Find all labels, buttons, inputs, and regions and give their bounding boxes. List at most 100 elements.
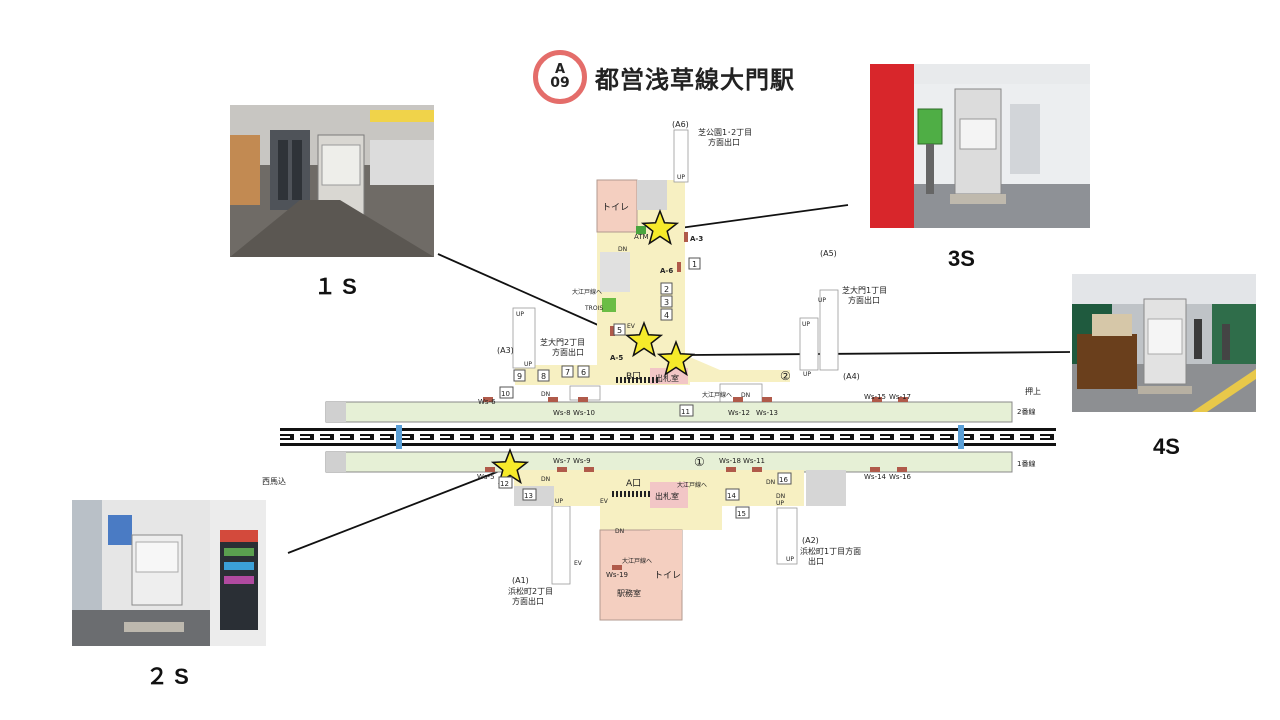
label-oedo-platform1: 大江戸線へ [677,481,707,489]
code-ws11: Ws-11 [743,457,765,465]
caption-4s: 4S [1153,434,1180,459]
exit-a4: (A4) [843,372,860,381]
code-ws8: Ws-8 [553,409,571,417]
caption-1s: １ S [314,274,357,299]
platform-track2 [325,401,1013,423]
lower-concourse [514,470,846,621]
label-a-gate: A口 [626,479,641,489]
exit-a1: (A1) [512,576,529,585]
leader-line-2s [287,469,503,554]
star-4s [656,339,696,377]
marker-13: 13 [524,492,533,500]
exit-a2: (A2) [802,536,819,545]
label-ticket-gate-lower: 出札室 [655,491,679,501]
label-ev-upper: EV [627,323,636,330]
caption-3s: 3S [948,246,975,271]
marker-1: 1 [692,260,697,269]
caption-2s: ２ S [146,664,189,689]
exit-a5-desc1: 芝大門1丁目 [842,285,887,295]
star-3s [640,208,680,246]
label-ev-lower: EV [574,560,583,567]
label-dn-a4: DN [741,392,750,399]
label-track2: 2番線 [1017,407,1035,416]
label-oedo-upper: 大江戸線へ [572,288,602,296]
station-title-group: A 09 都営浅草線大門駅 [533,50,795,104]
exit-a1-desc1: 浜松町2丁目 [508,586,553,596]
marker-4: 4 [664,311,669,320]
label-trois: TROIS [584,305,603,312]
label-atm: ATM [634,233,649,241]
label-dir-nishimagome: 西馬込 [262,477,286,486]
code-a3: A-3 [690,235,703,243]
marker-15: 15 [737,510,746,518]
exit-a2-desc2: 出口 [808,556,824,566]
label-toilet-lower: トイレ [654,571,681,581]
exit-a3-desc2: 方面出口 [552,347,584,357]
marker-2: 2 [664,285,669,294]
exit-a3: (A3) [497,346,514,355]
label-dn-upper: DN [618,246,627,253]
map-labels: (A6) 芝公園1･2丁目 方面出口 (A5) 芝大門1丁目 方面出口 (A3)… [262,120,1041,606]
marker-5: 5 [617,326,622,335]
marker-10: 10 [501,390,510,398]
code-ws16: Ws-16 [889,473,912,481]
code-ws17: Ws-17 [889,393,911,401]
marker-16: 16 [779,476,788,484]
platform-track1 [325,451,1013,473]
marker-circle-1: ① [694,455,705,469]
label-dir-oshiage: 押上 [1025,386,1041,396]
photo-3s [870,64,1090,228]
exit-a1-desc2: 方面出口 [512,596,544,606]
label-b-gate: B口 [626,372,641,382]
line-letter: A [554,62,566,77]
code-ws6: Ws-6 [478,398,496,406]
line-badge: A 09 [533,50,587,104]
code-ws18: Ws-18 [719,457,741,465]
code-a6: A-6 [660,267,673,275]
code-ws5: Ws-5 [477,473,495,481]
line-number: 09 [550,75,570,91]
leader-line-3s [679,204,849,229]
label-station-office: 駅務室 [617,588,641,598]
star-markers [490,208,696,485]
exit-a6: (A6) [672,120,689,129]
code-a5: A-5 [610,354,623,362]
label-ticket-gate-upper: 出札室 [655,373,679,383]
exit-a6-desc1: 芝公園1･2丁目 [698,127,752,137]
label-dn-a2: DN [766,479,775,486]
code-ws13: Ws-13 [756,409,778,417]
label-up-a3-top: UP [516,311,524,318]
label-dn-a3: DN [541,391,550,398]
label-oedo-lower: 大江戸線へ [622,557,652,565]
label-up-a6: UP [677,174,685,181]
star-2s [490,447,530,485]
label-up-a5: UP [818,297,826,304]
marker-3: 3 [664,298,669,307]
exit-a3-desc1: 芝大門2丁目 [540,337,585,347]
marker-14: 14 [727,492,736,500]
code-ws15: Ws-15 [864,393,886,401]
leader-line-4s [689,351,1071,356]
label-up-a3: UP [524,361,532,368]
marker-6: 6 [581,368,586,377]
photo-4s [1072,274,1256,412]
code-ws12: Ws-12 [728,409,750,417]
photo-2s [72,500,266,646]
page-title: 都営浅草線大門駅 [595,65,795,94]
marker-circle-2: ② [780,369,791,383]
exit-a2-desc1: 浜松町1丁目方面 [800,546,861,556]
exit-a6-desc2: 方面出口 [708,137,740,147]
label-track1: 1番線 [1017,459,1035,468]
code-ws7: Ws-7 [553,457,571,465]
numbered-markers: 1 2 3 4 5 6 7 8 9 10 11 12 13 14 15 16 ①… [498,257,792,519]
ticket-markers [483,232,908,570]
exit-a5: (A5) [820,249,837,258]
code-ws9: Ws-9 [573,457,591,465]
marker-11: 11 [681,408,690,416]
leader-line-1s [437,253,617,334]
code-ws14: Ws-14 [864,473,887,481]
marker-9: 9 [517,372,522,381]
exit-a5-desc2: 方面出口 [848,295,880,305]
code-ws10: Ws-10 [573,409,595,417]
